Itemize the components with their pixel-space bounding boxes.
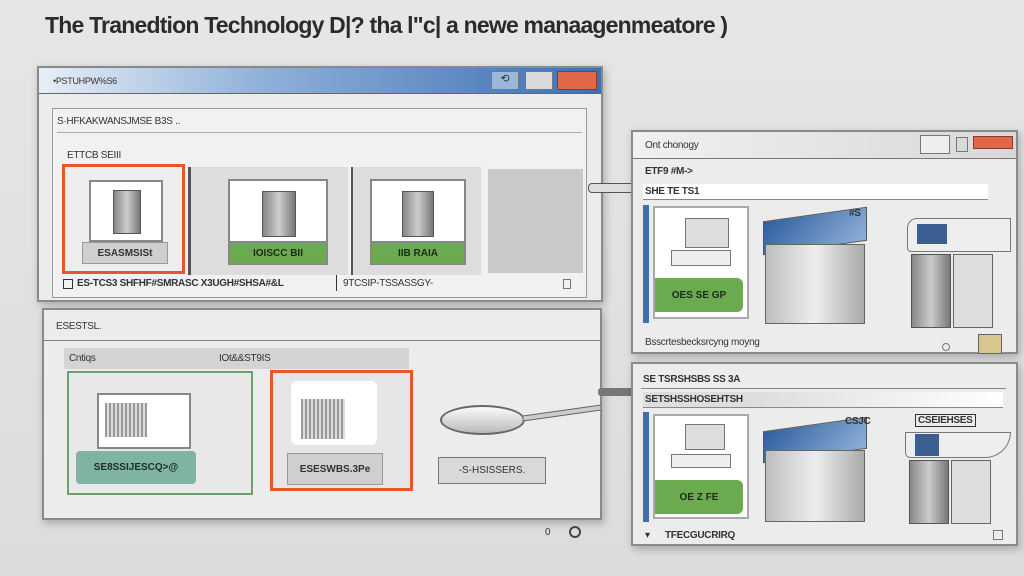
footer-left-text: ES-TCS3 SHFHF#SMRASC X3UGH#SHSA#&L bbox=[77, 278, 284, 289]
machine-label: CSEIEHSES bbox=[915, 414, 976, 427]
title-bar[interactable]: •PSTUHPW%S6 ⟲ bbox=[39, 68, 601, 94]
close-button[interactable] bbox=[973, 136, 1013, 149]
machine-image bbox=[897, 212, 1015, 330]
folder-icon[interactable] bbox=[978, 334, 1002, 354]
product-image bbox=[228, 179, 328, 243]
card-label: IIB RAIA bbox=[370, 241, 466, 265]
search-input[interactable]: SHE TE TS1 bbox=[643, 184, 988, 200]
minimize-button[interactable] bbox=[920, 135, 950, 154]
product-card[interactable]: IOISCC BII bbox=[228, 179, 328, 267]
action-button[interactable]: -S-HSISSERS. bbox=[438, 457, 546, 484]
badge: CSJC bbox=[845, 416, 871, 427]
maximize-button[interactable] bbox=[956, 137, 968, 152]
footer-right-text: 9TCSIP-TSSASSGY- bbox=[343, 278, 433, 289]
group-left-label: Cntiqs bbox=[69, 353, 96, 364]
group-header: Cntiqs IOt&&ST9IS bbox=[64, 348, 409, 369]
selection-bar bbox=[643, 412, 649, 522]
window-title: ESESTSL. bbox=[56, 321, 102, 332]
page-title: The Tranedtion Technology D|? tha l"c| a… bbox=[45, 12, 728, 38]
row-label: ETF9 #M-> bbox=[645, 166, 693, 177]
close-button[interactable] bbox=[557, 71, 597, 90]
resize-icon[interactable] bbox=[993, 530, 1003, 540]
search-input[interactable]: SETSHSSHOSEHTSH bbox=[643, 392, 1003, 408]
mouse-cable bbox=[521, 404, 603, 422]
window-title: •PSTUHPW%S6 bbox=[53, 76, 117, 86]
cabinet-image: #S bbox=[761, 206, 873, 326]
footer-text: TFECGUCRIRQ bbox=[665, 530, 736, 541]
window-title: Ont chonogy bbox=[645, 140, 699, 151]
page-dot[interactable]: 0 bbox=[545, 527, 551, 538]
product-image bbox=[370, 179, 466, 243]
address-bar[interactable]: S·HFKAKWANSJMSE B3S .. bbox=[57, 116, 582, 133]
title-bar[interactable]: Ont chonogy bbox=[633, 132, 1016, 159]
checkbox-icon[interactable] bbox=[63, 279, 73, 289]
card-label: IOISCC BII bbox=[228, 241, 328, 265]
header-divider bbox=[641, 388, 1006, 389]
card-label: ESASMSISt bbox=[82, 242, 168, 264]
section-label: ETTCB SEIII bbox=[67, 150, 121, 161]
unit-label: ESESWBS.3Pe bbox=[287, 453, 383, 485]
unit-image bbox=[97, 393, 191, 449]
info-icon[interactable] bbox=[942, 343, 950, 351]
badge: #S bbox=[849, 208, 861, 219]
machine-image: CSEIEHSES bbox=[901, 414, 1015, 526]
group-right-label: IOt&&ST9IS bbox=[219, 353, 271, 364]
content-panel: S·HFKAKWANSJMSE B3S .. ETTCB SEIII ESASM… bbox=[52, 108, 587, 298]
footer-text: Bsscrtesbecksrcyng moyng bbox=[645, 337, 760, 348]
tile-label: OES SE GP bbox=[655, 278, 743, 312]
divider bbox=[336, 275, 337, 291]
tile-label: OE Z FE bbox=[655, 480, 743, 514]
product-tile[interactable]: OES SE GP bbox=[653, 206, 749, 319]
mouse-icon bbox=[440, 405, 525, 435]
detail-window-secondary: SE TSRSHSBS SS 3A SETSHSSHOSEHTSH OE Z F… bbox=[631, 362, 1018, 546]
empty-slot bbox=[488, 169, 583, 273]
cabinet-image: CSJC bbox=[761, 416, 873, 524]
connector bbox=[598, 388, 634, 396]
restore-button[interactable]: ⟲ bbox=[491, 71, 519, 90]
page-circle-icon[interactable] bbox=[569, 526, 581, 538]
unit-image bbox=[291, 381, 377, 445]
product-card[interactable]: IIB RAIA bbox=[370, 179, 466, 267]
maximize-button[interactable] bbox=[525, 71, 553, 90]
product-card-selected[interactable]: ESASMSISt bbox=[62, 164, 185, 274]
selection-bar bbox=[643, 205, 649, 323]
resize-icon[interactable] bbox=[563, 279, 571, 289]
header-divider bbox=[44, 340, 600, 341]
catalog-window: •PSTUHPW%S6 ⟲ S·HFKAKWANSJMSE B3S .. ETT… bbox=[37, 66, 603, 302]
product-tile[interactable]: OE Z FE bbox=[653, 414, 749, 519]
unit-card[interactable]: SE8SSIJESCQ>@ bbox=[67, 371, 253, 495]
product-image bbox=[89, 180, 163, 242]
unit-label: SE8SSIJESCQ>@ bbox=[76, 451, 196, 484]
selection-window: ESESTSL. Cntiqs IOt&&ST9IS SE8SSIJESCQ>@… bbox=[42, 308, 603, 520]
row-label: SE TSRSHSBS SS 3A bbox=[643, 374, 741, 385]
filter-icon[interactable]: ▾ bbox=[645, 530, 651, 541]
detail-window: Ont chonogy ETF9 #M-> SHE TE TS1 OES SE … bbox=[631, 130, 1018, 354]
unit-card-selected[interactable]: ESESWBS.3Pe bbox=[270, 370, 413, 491]
